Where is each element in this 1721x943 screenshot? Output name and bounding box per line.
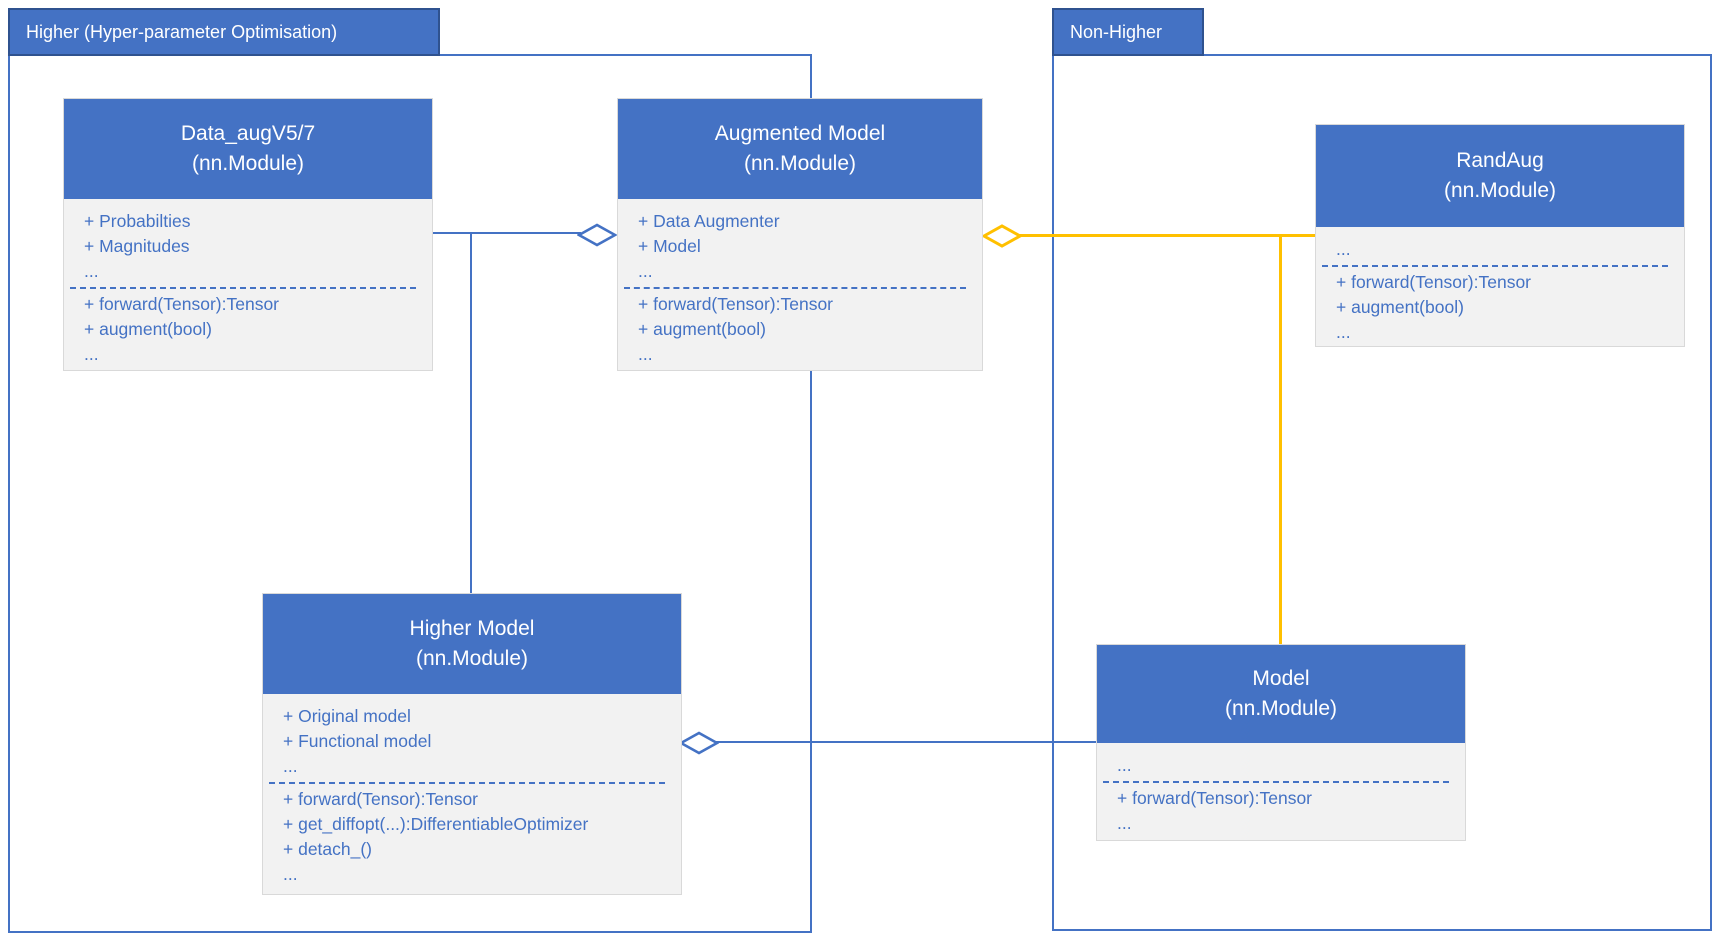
class-name: Model [1252, 667, 1310, 690]
class-box-augmented-model: Augmented Model (nn.Module) + Data Augme… [617, 98, 983, 371]
attribute-list: + Data Augmenter + Model... [638, 209, 974, 284]
attribute-list: ... [1336, 237, 1676, 262]
member-line: + Magnitudes [84, 236, 190, 256]
class-stereotype: (nn.Module) [191, 152, 305, 175]
member-line: + augment(bool) [638, 319, 766, 339]
member-line: ... [1336, 239, 1351, 259]
class-body: + Original model + Functional model... + … [263, 694, 681, 887]
class-name: Higher Model [409, 617, 535, 640]
member-line: + Data Augmenter [638, 211, 780, 231]
class-body: + Probabilties + Magnitudes... + forward(… [64, 199, 432, 367]
class-header: Higher Model (nn.Module) [263, 594, 681, 694]
non-higher-group-label: Non-Higher [1070, 21, 1163, 42]
class-box-randaug: RandAug (nn.Module) ... + forward(Tensor… [1315, 124, 1685, 347]
class-stereotype: (nn.Module) [415, 647, 529, 670]
method-list: + forward(Tensor):Tensor... [1117, 786, 1457, 836]
member-line: ... [638, 344, 653, 364]
class-header: Data_augV5/7 (nn.Module) [64, 99, 432, 199]
member-line: ... [84, 344, 99, 364]
aggregation-diamond-icon [577, 223, 617, 247]
attribute-list: + Original model + Functional model... [283, 704, 673, 779]
class-body: ... + forward(Tensor):Tensor... [1097, 743, 1465, 836]
non-higher-group-tab: Non-Higher [1052, 8, 1204, 56]
connector-dataaug-to-augmented [433, 232, 581, 234]
member-divider [1322, 265, 1668, 267]
non-higher-group-frame [1052, 54, 1712, 931]
member-line: + forward(Tensor):Tensor [1336, 272, 1532, 292]
member-line: + Functional model [283, 731, 432, 751]
connector-augmented-to-randaug [1018, 234, 1315, 237]
member-line: ... [1117, 813, 1132, 833]
connector-down-to-model [1279, 236, 1282, 644]
method-list: + forward(Tensor):Tensor + augment(bool).… [638, 292, 974, 367]
member-line: + get_diffopt(...):DifferentiableOptimiz… [283, 814, 589, 834]
member-divider [269, 782, 665, 784]
member-line: ... [84, 261, 99, 281]
class-name: Augmented Model [714, 122, 886, 145]
member-line: + detach_() [283, 839, 373, 859]
member-line: + Model [638, 236, 701, 256]
class-header: RandAug (nn.Module) [1316, 125, 1684, 227]
class-name: RandAug [1456, 149, 1544, 172]
connector-higher-model-to-model [714, 741, 1096, 743]
member-line: + forward(Tensor):Tensor [1117, 788, 1313, 808]
member-line: + augment(bool) [84, 319, 212, 339]
attribute-list: + Probabilties + Magnitudes... [84, 209, 424, 284]
member-line: ... [1117, 755, 1132, 775]
class-header: Augmented Model (nn.Module) [618, 99, 982, 199]
class-box-higher-model: Higher Model (nn.Module) + Original mode… [262, 593, 682, 895]
member-line: + augment(bool) [1336, 297, 1464, 317]
method-list: + forward(Tensor):Tensor + augment(bool).… [1336, 270, 1676, 345]
attribute-list: ... [1117, 753, 1457, 778]
higher-group-tab: Higher (Hyper-parameter Optimisation) [8, 8, 440, 56]
member-line: + forward(Tensor):Tensor [283, 789, 479, 809]
member-line: + Original model [283, 706, 411, 726]
aggregation-diamond-icon [982, 224, 1022, 248]
member-divider [70, 287, 416, 289]
method-list: + forward(Tensor):Tensor + augment(bool).… [84, 292, 424, 367]
member-line: ... [638, 261, 653, 281]
class-stereotype: (nn.Module) [1443, 179, 1557, 202]
member-line: ... [283, 864, 298, 884]
higher-group-label: Higher (Hyper-parameter Optimisation) [26, 21, 338, 42]
member-divider [624, 287, 966, 289]
member-line: + forward(Tensor):Tensor [638, 294, 834, 314]
class-stereotype: (nn.Module) [1224, 697, 1338, 720]
connector-down-to-higher-model [470, 233, 472, 593]
member-line: + Probabilties [84, 211, 191, 231]
method-list: + forward(Tensor):Tensor + get_diffopt(..… [283, 787, 673, 887]
aggregation-diamond-icon [679, 731, 719, 755]
class-header: Model (nn.Module) [1097, 645, 1465, 743]
class-box-data-aug: Data_augV5/7 (nn.Module) + Probabilties+… [63, 98, 433, 371]
class-stereotype: (nn.Module) [743, 152, 857, 175]
class-name: Data_augV5/7 [180, 122, 316, 145]
class-box-model: Model (nn.Module) ... + forward(Tensor):… [1096, 644, 1466, 841]
class-body: ... + forward(Tensor):Tensor + augment(bo… [1316, 227, 1684, 345]
member-divider [1103, 781, 1449, 783]
class-body: + Data Augmenter + Model... + forward(Ten… [618, 199, 982, 367]
member-line: + forward(Tensor):Tensor [84, 294, 280, 314]
member-line: ... [1336, 322, 1351, 342]
member-line: ... [283, 756, 298, 776]
